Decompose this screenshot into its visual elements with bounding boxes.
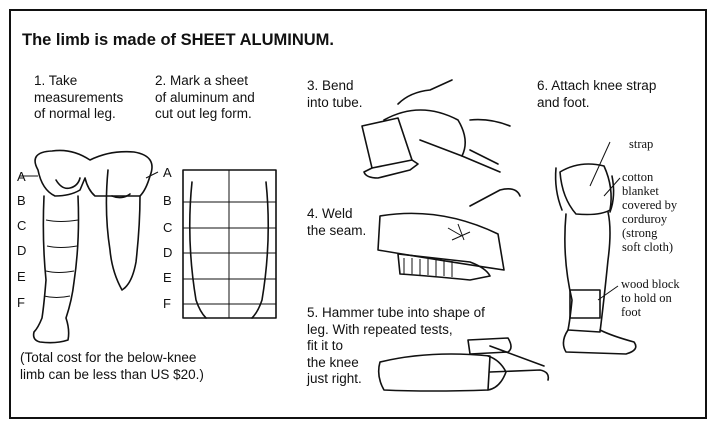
cost-note: (Total cost for the below-knee limb can … [20,350,204,382]
step-2-text: 2. Mark a sheet of aluminum and cut out … [155,73,255,121]
measure-label-e-left: E [17,269,26,284]
measure-label-a-right: A [163,165,172,180]
measure-label-b-left: B [17,193,26,208]
measured-legs-illustration [20,149,159,344]
welding-illustration [377,188,521,281]
measure-label-e-right: E [163,270,172,285]
step-4-text: 4. Weld the seam. [307,206,367,238]
diagram-title: The limb is made of SHEET ALUMINUM. [22,31,334,49]
step-5-text: 5. Hammer tube into shape of leg. With r… [307,305,485,386]
step-3-text: 3. Bend into tube. [307,78,363,110]
callout-blanket: cotton blanket covered by corduroy (stro… [622,170,678,254]
bending-illustration [361,79,511,179]
measure-label-d-right: D [163,245,173,260]
callout-wood-block: wood block to hold on foot [621,277,680,319]
finished-limb-illustration [554,141,637,355]
measure-label-f-right: F [163,296,171,311]
callout-strap: strap [629,137,654,151]
aluminum-sheet-illustration [182,169,277,319]
step-1-text: 1. Take measurements of normal leg. [34,73,124,121]
measure-label-c-left: C [17,218,27,233]
measure-label-c-right: C [163,220,173,235]
step-6-text: 6. Attach knee strap and foot. [537,78,657,110]
measure-label-b-right: B [163,193,172,208]
measure-label-f-left: F [17,295,25,310]
diagram-border [9,9,707,419]
hammering-illustration [377,337,550,392]
measure-label-d-left: D [17,243,27,258]
